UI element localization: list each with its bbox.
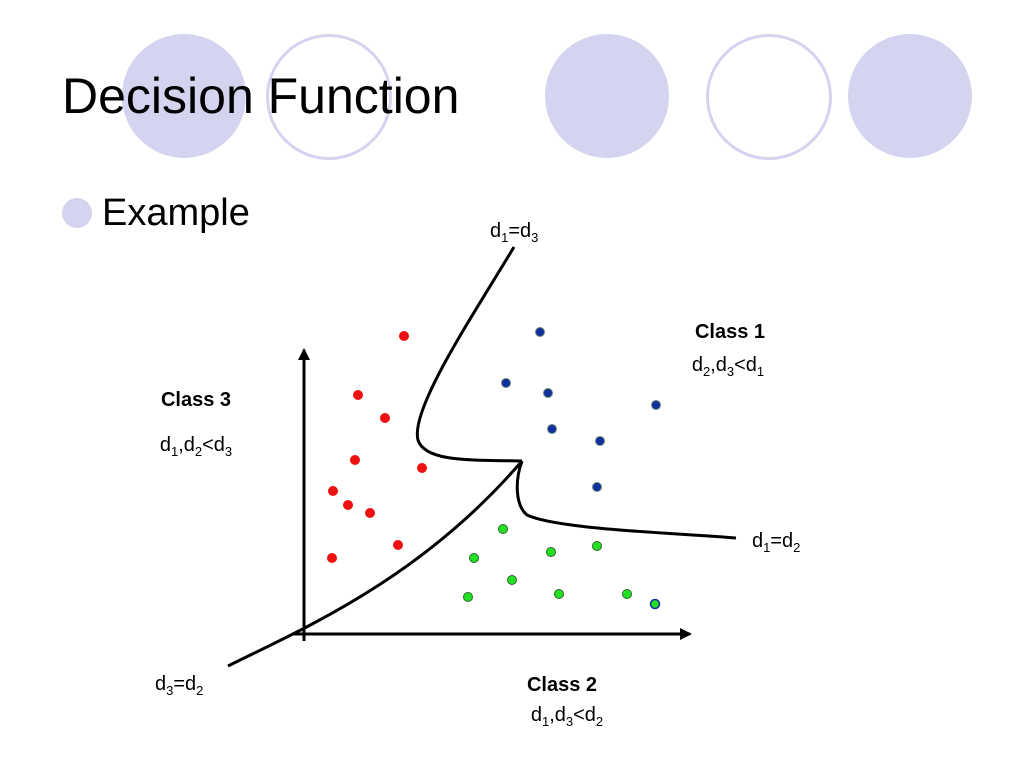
- class3-point: [365, 508, 375, 518]
- decor-circle-filled-2: [545, 34, 669, 158]
- class3-points: [327, 331, 427, 563]
- class1-points: [501, 327, 661, 492]
- class2-point: [622, 589, 632, 599]
- class2-points: [463, 524, 661, 610]
- boundary-d3-d2: [227, 460, 524, 668]
- class3-condition: d1,d2<d3: [160, 434, 232, 459]
- boundary-d1-d3: [415, 246, 523, 463]
- class3-point: [327, 553, 337, 563]
- boundary-label-d3-d2: d3=d2: [155, 673, 203, 698]
- class2-condition: d1,d3<d2: [531, 704, 603, 729]
- class1-point: [651, 400, 661, 410]
- class3-point: [399, 331, 409, 341]
- class1-condition: d2,d3<d1: [692, 354, 764, 379]
- class2-point: [463, 592, 473, 602]
- decor-circle-filled-3: [848, 34, 972, 158]
- decor-circle-ring-2: [706, 34, 832, 160]
- class1-point: [547, 424, 557, 434]
- bullet-dot-icon: [62, 198, 92, 228]
- decor-circle-ring-1: [266, 34, 392, 160]
- class1-name: Class 1: [695, 321, 765, 343]
- class2-point: [554, 589, 564, 599]
- decor-circle-filled-1: [122, 34, 246, 158]
- class1-point: [592, 482, 602, 492]
- class3-point: [328, 486, 338, 496]
- bullet-text: Example: [102, 192, 250, 234]
- class1-point: [501, 378, 511, 388]
- slide-title: Decision Function: [62, 68, 460, 124]
- class3-point: [353, 390, 363, 400]
- class2-point: [649, 598, 661, 610]
- class2-point: [592, 541, 602, 551]
- boundary-label-d1-d3: d1=d3: [490, 220, 538, 245]
- class1-point: [595, 436, 605, 446]
- class2-name: Class 2: [527, 674, 597, 696]
- class2-point: [469, 553, 479, 563]
- class2-point: [498, 524, 508, 534]
- boundary-d1-d2: [515, 460, 737, 540]
- class2-point: [546, 547, 556, 557]
- class1-point: [543, 388, 553, 398]
- class3-point: [343, 500, 353, 510]
- class3-point: [393, 540, 403, 550]
- class2-point: [507, 575, 517, 585]
- class3-point: [417, 463, 427, 473]
- class1-point: [535, 327, 545, 337]
- class3-name: Class 3: [161, 389, 231, 411]
- class3-point: [380, 413, 390, 423]
- class3-point: [350, 455, 360, 465]
- bullet-item: Example: [62, 190, 250, 236]
- boundary-label-d1-d2: d1=d2: [752, 530, 800, 555]
